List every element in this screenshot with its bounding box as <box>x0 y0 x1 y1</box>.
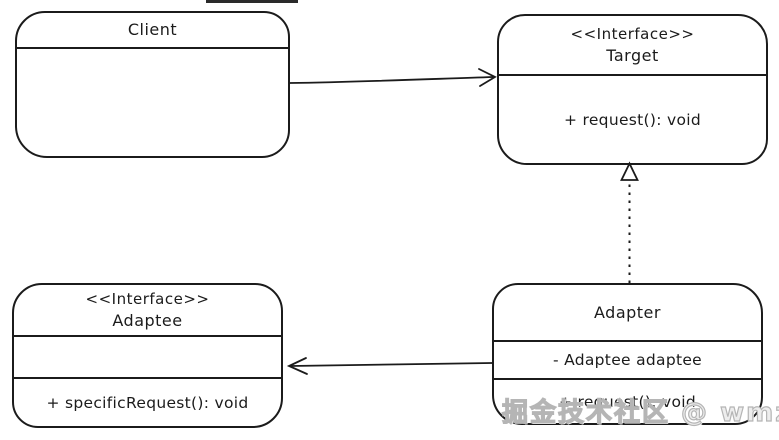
association-arrow-client-target <box>289 68 497 87</box>
watermark-text: 掘金技术社区 @ wmze <box>501 397 779 428</box>
method-adaptee-specificrequest: + specificRequest(): void <box>46 393 249 412</box>
attributes-adaptee-empty <box>14 337 281 379</box>
class-header-target: <<Interface>> Target <box>499 16 766 76</box>
realization-arrow-adapter-target <box>620 161 639 283</box>
methods-adapter: + request(): void <box>494 380 761 423</box>
class-name-adapter: Adapter <box>594 302 661 322</box>
class-header-adapter: Adapter <box>494 285 761 342</box>
class-name-target: Target <box>606 45 659 65</box>
class-header-adaptee: <<Interface>> Adaptee <box>14 285 281 337</box>
class-box-adaptee: <<Interface>> Adaptee + specificRequest(… <box>12 283 283 428</box>
class-body-client-empty <box>17 49 288 156</box>
class-box-adapter: Adapter - Adaptee adaptee + request(): v… <box>492 283 763 425</box>
association-arrow-adapter-adaptee <box>286 357 493 375</box>
class-name-client: Client <box>127 20 178 39</box>
methods-target: + request(): void <box>499 76 766 163</box>
method-adapter-request: + request(): void <box>559 392 696 411</box>
class-name-adaptee: Adaptee <box>112 310 183 330</box>
clipped-stroke-artifact <box>206 0 298 3</box>
hollow-triangle-arrowhead <box>620 161 639 181</box>
class-box-client: Client <box>15 11 290 158</box>
class-box-target: <<Interface>> Target + request(): void <box>497 14 768 165</box>
attribute-adapter-adaptee: - Adaptee adaptee <box>552 351 703 369</box>
method-target-request: + request(): void <box>564 110 701 129</box>
open-arrowhead-client-target <box>478 68 497 87</box>
stereotype-target: <<Interface>> <box>570 24 695 43</box>
methods-adaptee: + specificRequest(): void <box>14 379 281 426</box>
attributes-adapter: - Adaptee adaptee <box>494 342 761 380</box>
stereotype-adaptee: <<Interface>> <box>85 289 210 308</box>
class-header-client: Client <box>17 13 288 49</box>
open-arrowhead-adapter-adaptee <box>286 357 308 375</box>
